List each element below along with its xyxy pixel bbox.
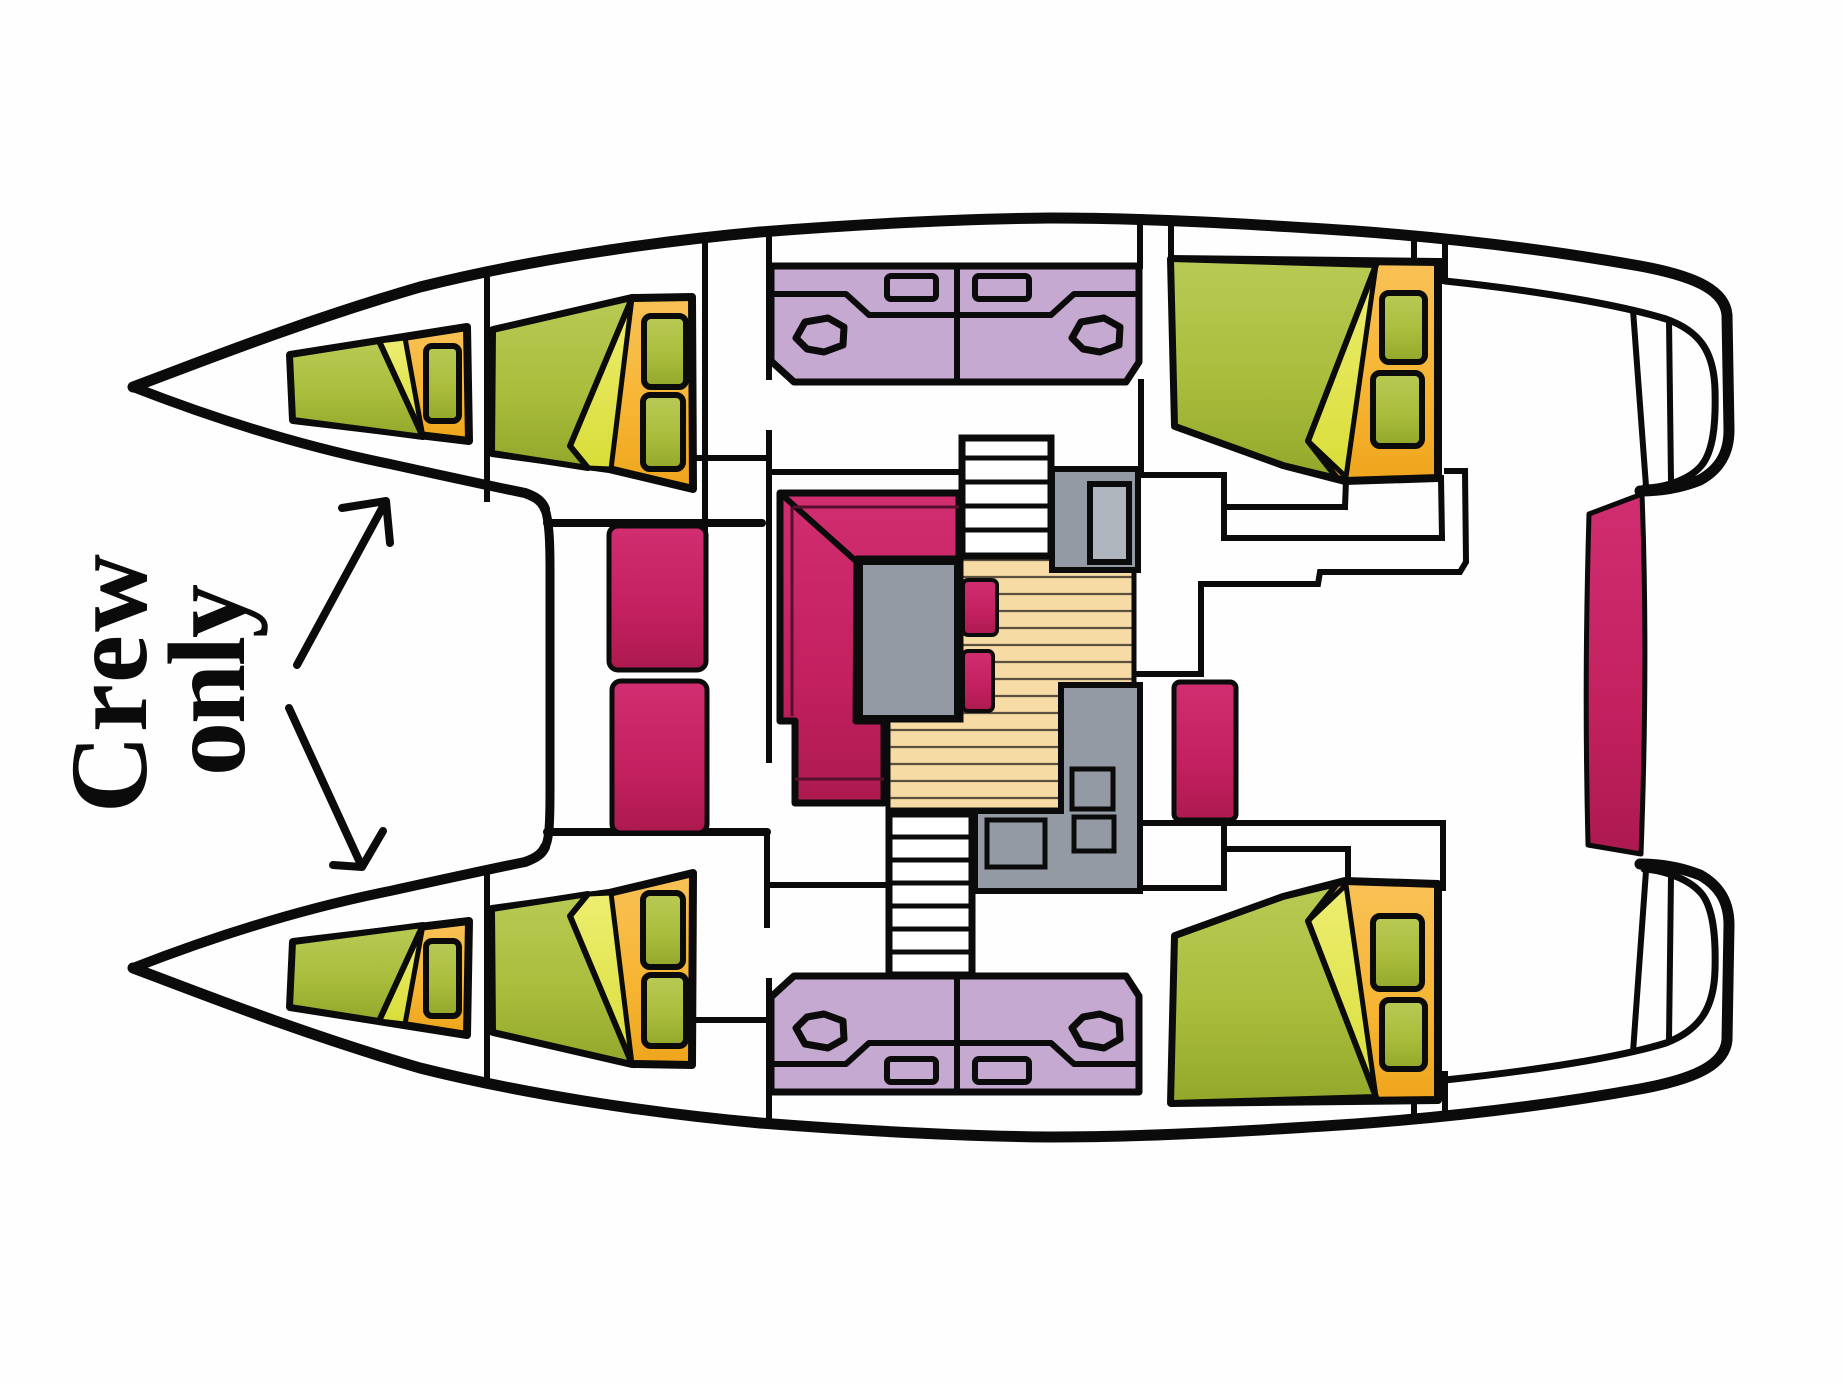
svg-text:only: only [146, 585, 268, 777]
svg-text:Crew: Crew [48, 551, 170, 813]
